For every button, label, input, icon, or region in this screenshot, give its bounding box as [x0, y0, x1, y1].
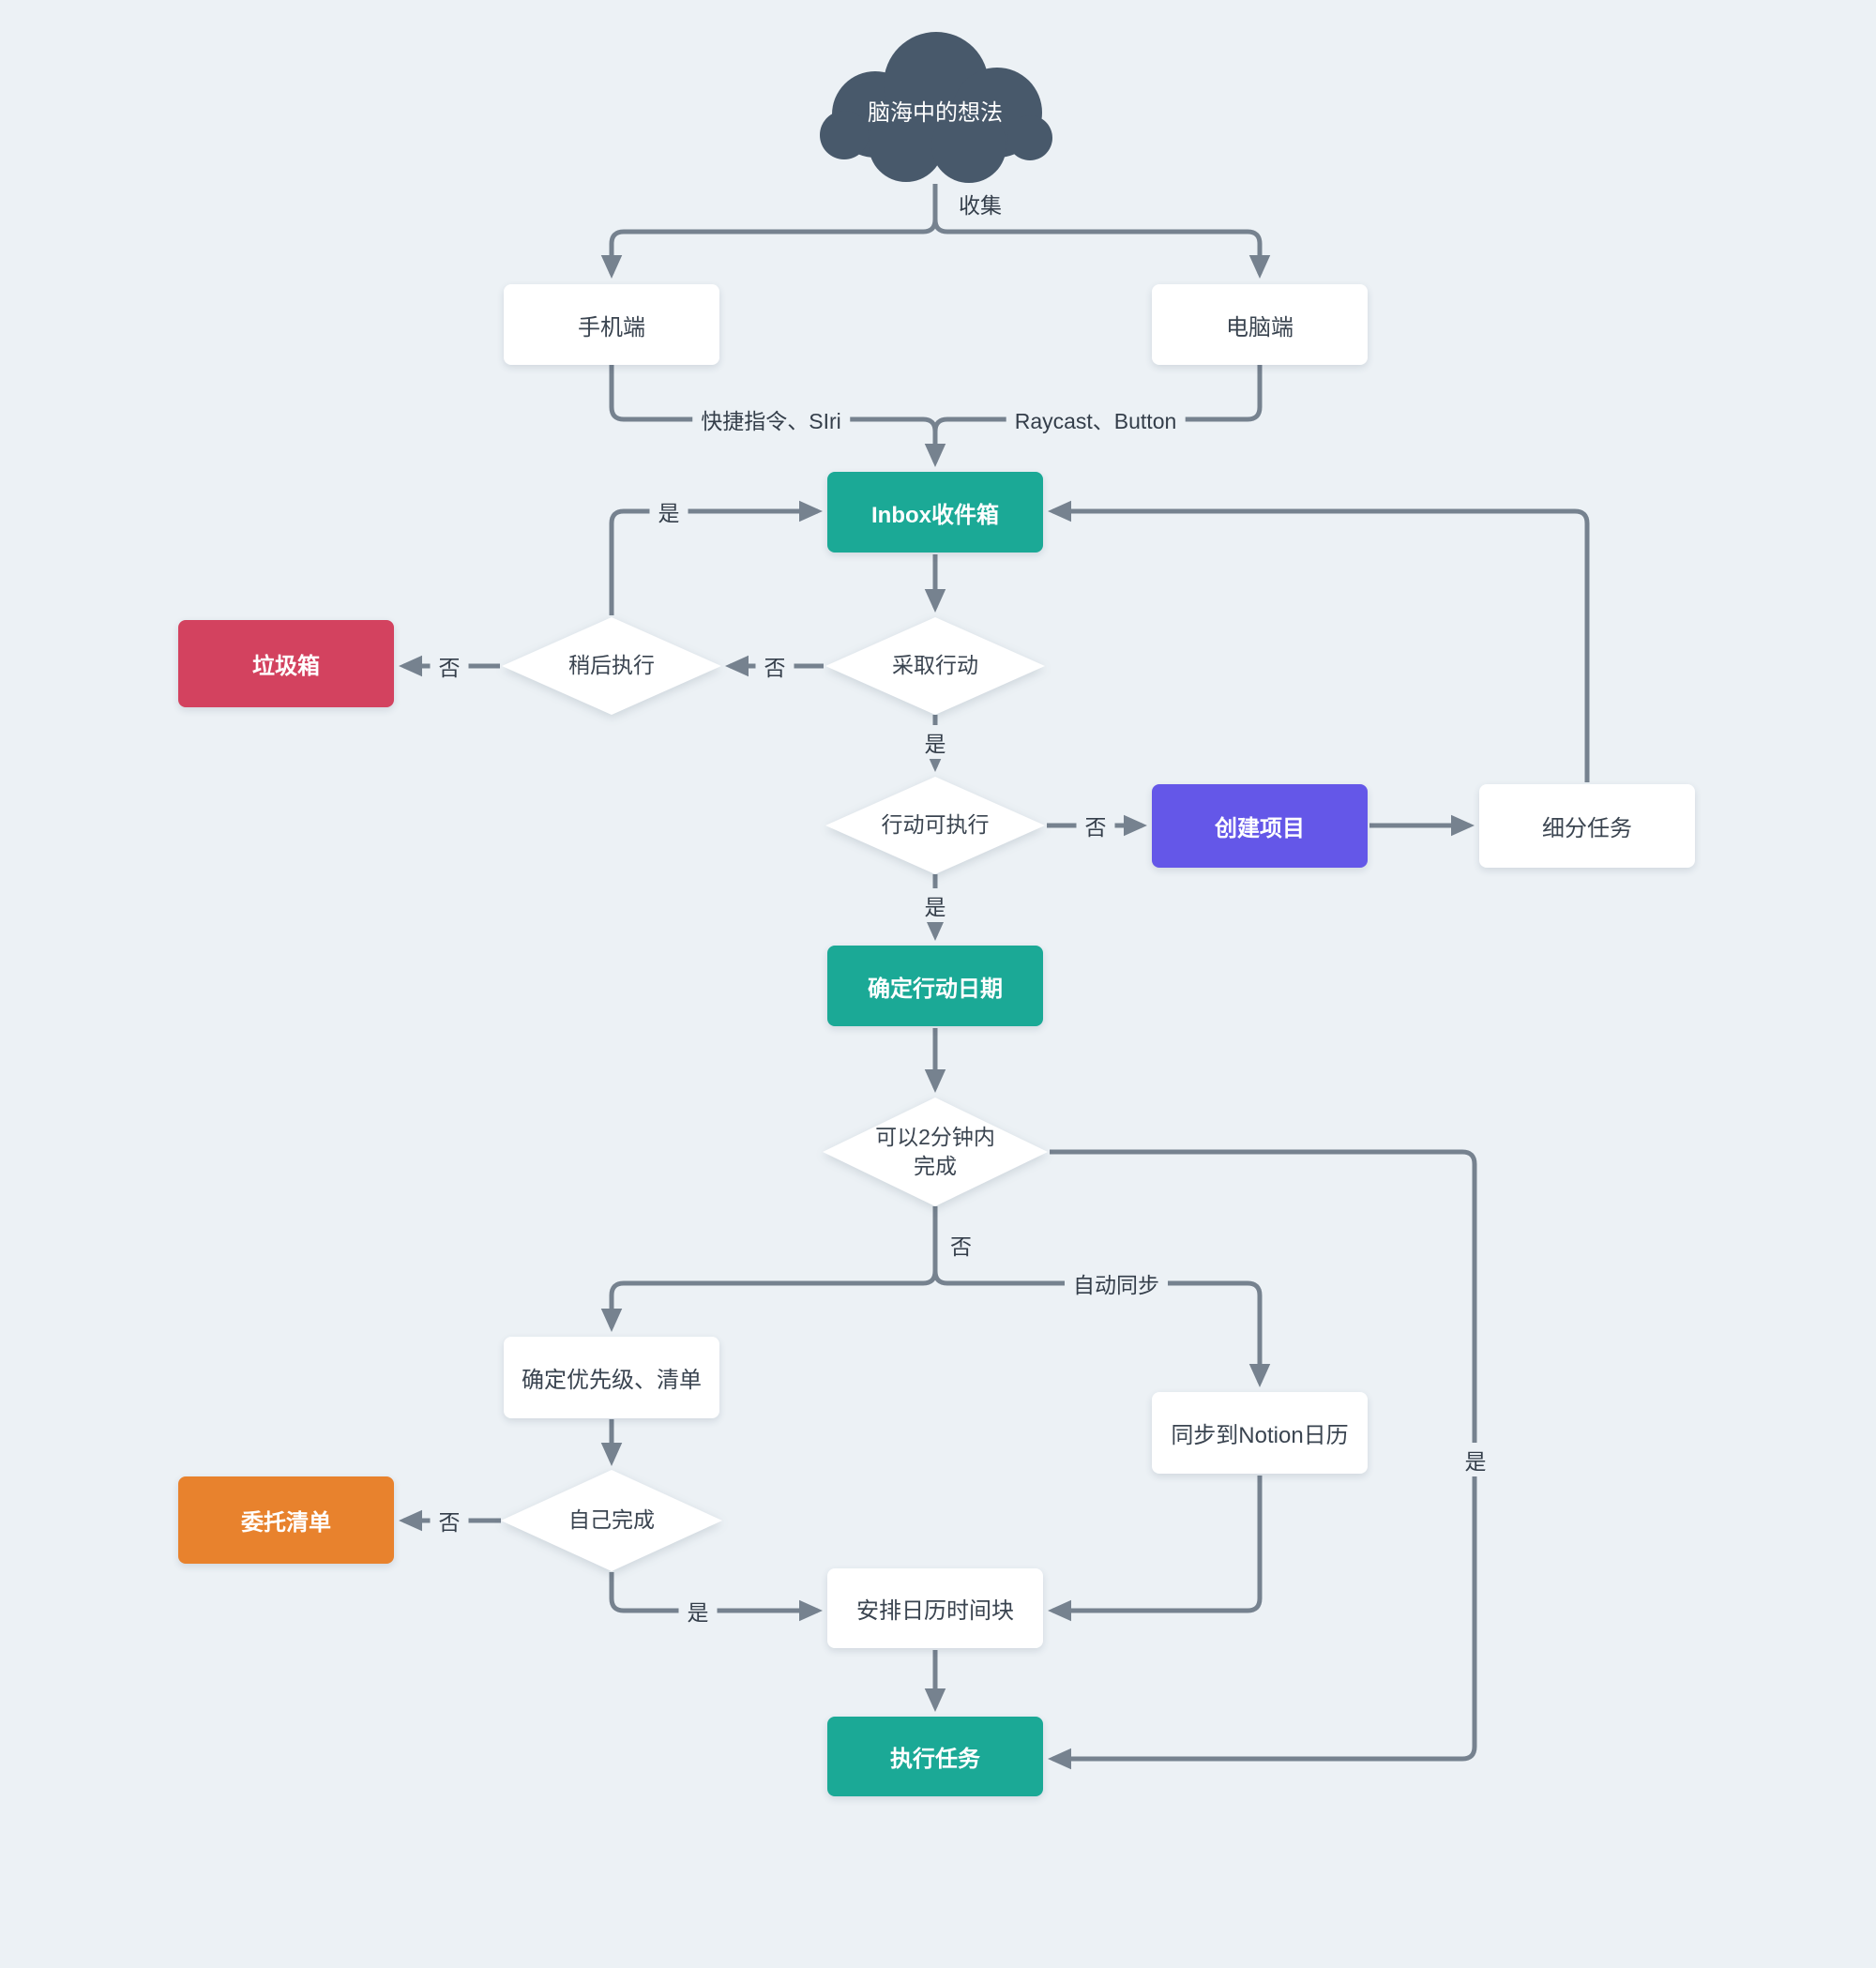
node-two-minutes[interactable]: 可以2分钟内完成 [823, 1098, 1048, 1206]
node-take-action[interactable]: 采取行动 [825, 617, 1045, 715]
edge-label-do-later-yes: 是 [649, 494, 688, 528]
node-trash[interactable]: 垃圾箱 [178, 620, 394, 707]
cloud-shape[interactable] [805, 21, 1067, 189]
edge-label-actionable-yes: 是 [915, 888, 955, 922]
node-phone[interactable]: 手机端 [504, 284, 719, 365]
node-set-action-date[interactable]: 确定行动日期 [827, 946, 1043, 1026]
edge-label-auto-sync: 自动同步 [1065, 1266, 1168, 1300]
node-pc[interactable]: 电脑端 [1152, 284, 1368, 365]
node-set-priority[interactable]: 确定优先级、清单 [504, 1337, 719, 1418]
edge-notion-schedule [1048, 1476, 1263, 1622]
edge-cloud-phone [600, 184, 938, 279]
edge-phone-merge [609, 365, 938, 432]
node-schedule-block[interactable]: 安排日历时间块 [827, 1568, 1043, 1648]
node-self-complete[interactable]: 自己完成 [501, 1470, 722, 1571]
edge-label-self-complete-yes: 是 [678, 1594, 718, 1627]
node-sync-notion[interactable]: 同步到Notion日历 [1152, 1392, 1368, 1474]
edge-cloud-pc [932, 184, 1271, 279]
edge-label-do-later-no: 否 [430, 649, 469, 683]
edge-pc-merge [932, 365, 1263, 432]
node-inbox[interactable]: Inbox收件箱 [827, 472, 1043, 553]
node-do-later[interactable]: 稍后执行 [502, 617, 721, 715]
cloud-label: 脑海中的想法 [868, 100, 1003, 126]
node-execute-task[interactable]: 执行任务 [827, 1717, 1043, 1796]
edge-selfcomplete-schedule [609, 1572, 823, 1622]
node-split-tasks[interactable]: 细分任务 [1479, 784, 1695, 868]
edge-label-pc-capture: Raycast、Button [1006, 402, 1186, 436]
edge-twominutes-priority [600, 1206, 938, 1332]
node-delegate-list[interactable]: 委托清单 [178, 1476, 394, 1564]
edge-label-take-action-yes: 是 [915, 725, 955, 759]
edge-label-self-complete-no: 否 [430, 1504, 469, 1537]
node-actionable[interactable]: 行动可执行 [825, 777, 1045, 874]
edge-splittasks-inbox [1048, 500, 1590, 782]
edge-label-take-action-no: 否 [755, 649, 794, 683]
edge-label-collect: 收集 [959, 193, 1002, 218]
edge-label-phone-capture: 快捷指令、SIri [692, 402, 850, 436]
node-create-project[interactable]: 创建项目 [1152, 784, 1368, 868]
edge-label-actionable-no: 否 [1076, 809, 1115, 842]
edge-label-two-minutes-yes: 是 [1456, 1443, 1495, 1476]
edge-dolater-inbox [609, 500, 823, 615]
edge-label-two-minutes-no: 否 [950, 1234, 972, 1259]
